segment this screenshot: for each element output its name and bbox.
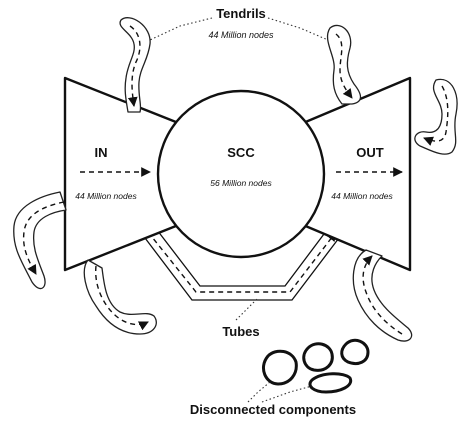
tendril-top-right — [326, 24, 362, 105]
tendril-far-right — [414, 78, 458, 155]
scc-count: 56 Million nodes — [210, 178, 272, 188]
scc-label: SCC — [227, 145, 255, 160]
disconnected-label: Disconnected components — [190, 402, 356, 417]
pointer-lines — [149, 17, 329, 403]
tubes-label: Tubes — [222, 324, 259, 339]
tendril-left — [13, 191, 67, 290]
disconnected-blob — [302, 342, 334, 372]
tendril-bottom-left — [83, 259, 157, 335]
tendrils-label: Tendrils — [216, 6, 266, 21]
in-label: IN — [95, 145, 108, 160]
disconnected-blob — [340, 338, 370, 366]
disconnected-blob — [308, 372, 353, 394]
out-count: 44 Million nodes — [331, 191, 393, 201]
tendril-bottom-right — [352, 249, 413, 342]
scc-component — [156, 89, 326, 259]
out-label: OUT — [356, 145, 384, 160]
disconnected-blob — [262, 349, 298, 386]
tendril-top-left — [119, 17, 151, 113]
tendrils-count: 44 Million nodes — [208, 30, 274, 40]
in-count: 44 Million nodes — [75, 191, 137, 201]
disconnected-components — [262, 338, 370, 394]
